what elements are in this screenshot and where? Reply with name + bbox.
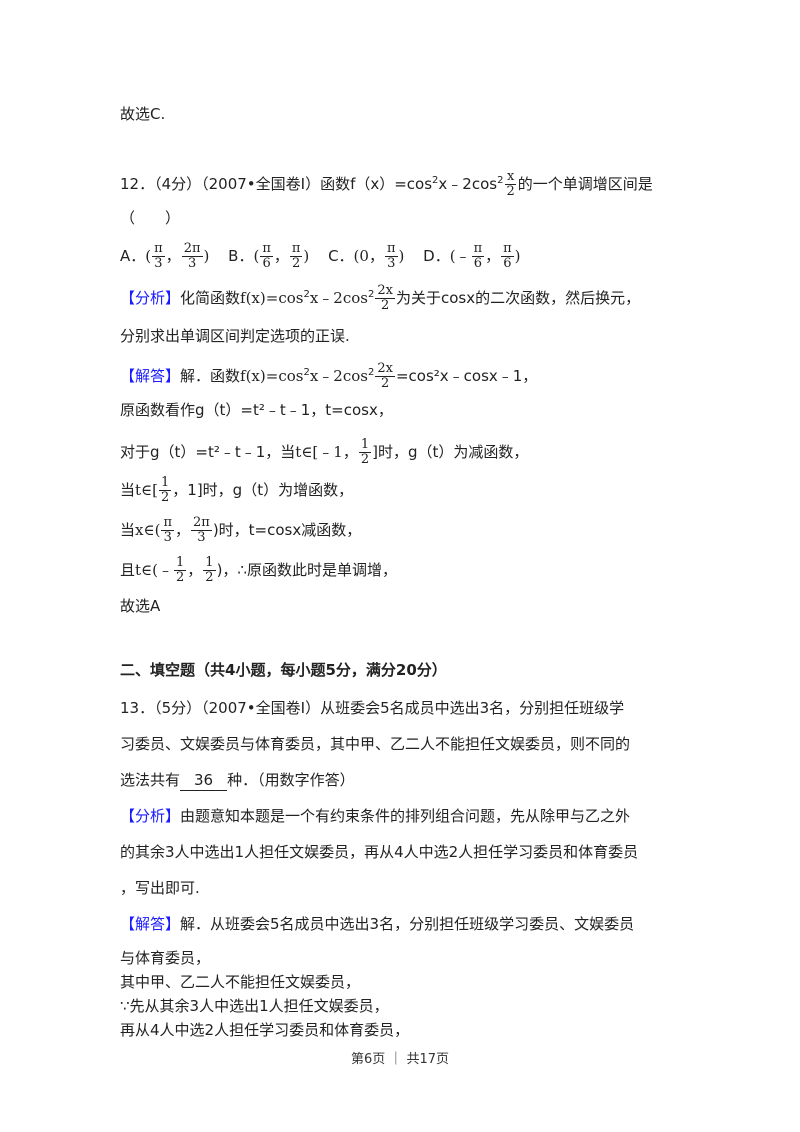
- q13-solution-5: 再从4人中选2人担任学习委员和体育委员，: [120, 1021, 410, 1039]
- solution-tag: 【解答】: [120, 367, 181, 385]
- analysis-tag: 【分析】: [120, 289, 181, 307]
- q12-solution-line2: 原函数看作g（t）=t²﹣t﹣1，t=cosx，: [120, 401, 393, 419]
- section-title: 二、填空题（共4小题，每小题5分，满分20分）: [120, 661, 447, 679]
- q13-analysis-2: 的其余3人中选出1人担任文娱委员，再从4人中选2人担任学习委员和体育委员: [120, 843, 639, 861]
- q13-solution-2: 与体育委员，: [120, 949, 211, 967]
- q12-analysis-cont: 分别求出单调区间判定选项的正误.: [120, 327, 350, 345]
- q13-solution: 【解答】解．从班委会5名成员中选出3名，分别担任班级学习委员、文娱委员: [120, 915, 635, 933]
- q13-solution-3: 其中甲、乙二人不能担任文娱委员，: [120, 973, 361, 991]
- q12-final-answer: 故选A: [120, 597, 161, 615]
- q12-answer-paren: （ ）: [120, 209, 181, 227]
- page-footer: 第6页 ｜ 共17页: [350, 1052, 450, 1067]
- q13-solution-4: ∵先从其余3人中选出1人担任文娱委员，: [120, 997, 389, 1015]
- analysis-tag: 【分析】: [120, 807, 181, 825]
- q13-stem-1: 13．（5分）（2007•全国卷Ⅰ）从班委会5名成员中选出3名，分别担任班级学: [120, 699, 625, 717]
- q13-stem-2: 习委员、文娱委员与体育委员，其中甲、乙二人不能担任文娱委员，则不同的: [120, 735, 631, 753]
- solution-tag: 【解答】: [120, 915, 181, 933]
- previous-answer: 故选C.: [120, 105, 166, 123]
- q13-analysis: 【分析】由题意知本题是一个有约束条件的排列组合问题，先从除甲与乙之外: [120, 807, 631, 825]
- q13-analysis-3: ，写出即可.: [120, 879, 200, 897]
- answer-blank: 36: [180, 770, 228, 791]
